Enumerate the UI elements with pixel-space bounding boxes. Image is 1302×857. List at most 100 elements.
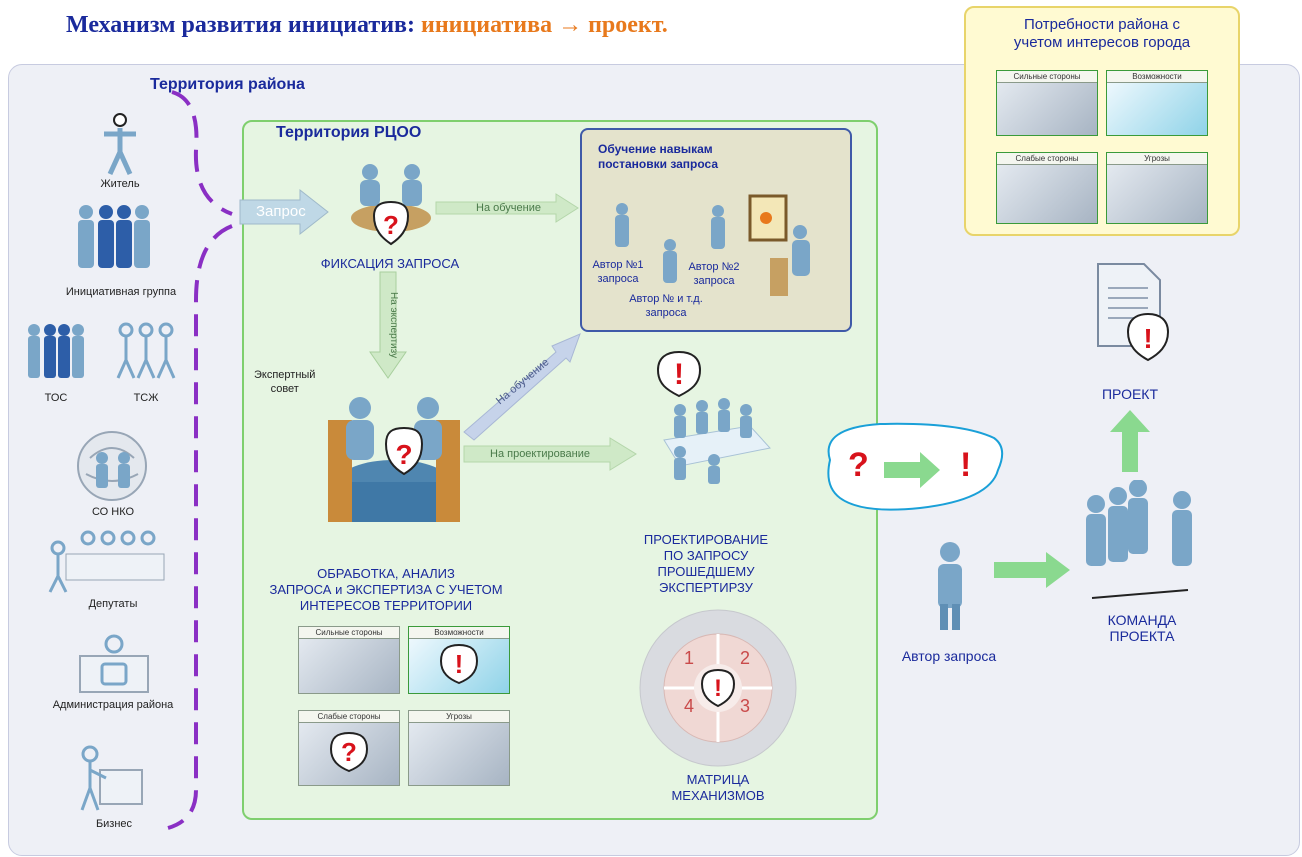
to-training-diagonal-arrow xyxy=(463,333,581,441)
transform-exclamation: ! xyxy=(960,446,972,484)
svg-text:!: ! xyxy=(674,358,684,391)
swot-strengths-cell: Сильные стороны xyxy=(298,626,400,694)
needs-threats-cell: Угрозы xyxy=(1106,152,1208,224)
matrix-line1: МАТРИЦА xyxy=(686,772,750,787)
request-arrow-label: Запрос xyxy=(256,203,306,220)
resident-label: Житель xyxy=(100,178,140,190)
initiative-group-label: Инициативная группа xyxy=(65,286,177,298)
project-label: ПРОЕКТ xyxy=(1101,386,1159,402)
district-bracket-top xyxy=(171,90,233,216)
author3-label-line2: запроса xyxy=(645,307,687,319)
matrix-exclamation-shield-icon: ! xyxy=(700,668,736,708)
tszh-icon xyxy=(116,322,176,379)
to-training-label: На обучение xyxy=(476,202,541,214)
svg-text:!: ! xyxy=(455,649,464,679)
team-line2: ПРОЕКТА xyxy=(1109,628,1175,644)
fixation-label: ФИКСАЦИЯ ЗАПРОСА xyxy=(320,256,460,271)
needs-weaknesses-cell: Слабые стороны xyxy=(996,152,1098,224)
to-training-arrow xyxy=(435,193,579,223)
swot-threats-cell: Угрозы xyxy=(408,710,510,786)
design-line2: ПО ЗАПРОСУ xyxy=(663,548,749,563)
design-line4: ЭКСПЕРТИРЗУ xyxy=(659,580,753,595)
author1-label-line2: запроса xyxy=(597,273,639,285)
request-arrow xyxy=(239,188,329,236)
title-accent: инициатива → проект. xyxy=(420,12,668,38)
author2-label-line2: запроса xyxy=(693,275,735,287)
expert-council-icon: ? xyxy=(328,397,460,522)
matrix-sector-3: 3 xyxy=(740,696,751,716)
to-design-label: На проектирование xyxy=(490,448,590,460)
author3-label-line1: Автор № и т.д. xyxy=(629,293,703,305)
to-expertise-arrow xyxy=(369,271,407,379)
design-line1: ПРОЕКТИРОВАНИЕ xyxy=(643,532,769,547)
processing-line1: ОБРАБОТКА, АНАЛИЗ xyxy=(317,566,455,581)
swot-opportunities-cell: Возможности ! xyxy=(408,626,510,694)
transform-question: ? xyxy=(848,446,869,484)
administration-icon xyxy=(79,634,149,693)
expert-council-label-line1: Экспертный xyxy=(254,369,316,381)
needs-opportunities-cell: Возможности xyxy=(1106,70,1208,136)
district-label: Территория района xyxy=(150,76,305,93)
training-title-line1: Обучение навыкам xyxy=(598,142,713,156)
author-figure-icon xyxy=(938,542,962,630)
title-main: Механизм развития инициатив: xyxy=(66,12,415,38)
swot-weaknesses-cell: Слабые стороны ? xyxy=(298,710,400,786)
design-line3: ПРОШЕДШЕМУ xyxy=(657,564,755,579)
transform-arrow xyxy=(884,452,940,488)
matrix-sector-2: 2 xyxy=(740,648,751,668)
svg-text:?: ? xyxy=(341,737,357,767)
to-design-arrow xyxy=(463,437,637,471)
page-title: Механизм развития инициатив: инициатива … xyxy=(66,12,668,39)
tszh-label: ТСЖ xyxy=(133,392,159,404)
matrix-label: МАТРИЦА МЕХАНИЗМОВ xyxy=(648,772,788,804)
weaknesses-question-shield-icon: ? xyxy=(329,731,369,773)
design-team-table-icon xyxy=(663,398,771,484)
matrix-line2: МЕХАНИЗМОВ xyxy=(671,788,765,803)
project-team-icon xyxy=(1086,480,1192,599)
training-title-line2: постановки запроса xyxy=(598,157,719,171)
design-exclamation-shield-icon: ! xyxy=(656,350,702,398)
author2-figure-icon xyxy=(711,205,725,249)
deputies-label: Депутаты xyxy=(88,598,138,610)
svg-text:!: ! xyxy=(714,675,722,702)
resident-icon xyxy=(104,113,136,176)
author-to-team-arrow xyxy=(994,552,1070,588)
business-icon xyxy=(80,745,143,811)
author-label: Автор запроса xyxy=(901,648,997,664)
processing-line3: ИНТЕРЕСОВ ТЕРРИТОРИИ xyxy=(299,598,473,613)
needs-title-line2: учетом интересов города xyxy=(1013,34,1191,51)
project-document-icon: ! xyxy=(1097,263,1170,362)
opportunities-exclamation-shield-icon: ! xyxy=(439,643,479,685)
teacher-board-icon xyxy=(748,194,810,296)
author3-figure-icon xyxy=(663,239,677,283)
svg-text:?: ? xyxy=(383,210,399,240)
processing-label: ОБРАБОТКА, АНАЛИЗ ЗАПРОСА и ЭКСПЕРТИЗА С… xyxy=(268,566,504,614)
author2-label-line1: Автор №2 xyxy=(688,261,740,273)
administration-label: Администрация района xyxy=(52,699,174,711)
svg-text:?: ? xyxy=(395,439,412,470)
author1-label-line1: Автор №1 xyxy=(592,259,644,271)
tos-label: ТОС xyxy=(44,392,68,404)
needs-title-line1: Потребности района с xyxy=(1023,16,1180,33)
tos-icon xyxy=(28,324,84,378)
to-expertise-label: На экспертизу xyxy=(388,292,399,359)
team-to-project-arrow xyxy=(1110,410,1150,472)
team-label: КОМАНДА ПРОЕКТА xyxy=(1080,612,1204,644)
svg-text:!: ! xyxy=(1143,323,1152,354)
district-bracket-bottom xyxy=(167,224,233,830)
initiative-group-icon xyxy=(78,205,150,268)
nko-globe-icon xyxy=(77,431,147,501)
deputies-icon xyxy=(48,530,165,593)
expert-council-label-line2: совет xyxy=(270,383,299,395)
needs-strengths-cell: Сильные стороны xyxy=(996,70,1098,136)
team-line1: КОМАНДА xyxy=(1107,612,1177,628)
matrix-sector-1: 1 xyxy=(684,648,695,668)
author1-figure-icon xyxy=(615,203,629,247)
design-label: ПРОЕКТИРОВАНИЕ ПО ЗАПРОСУ ПРОШЕДШЕМУ ЭКС… xyxy=(618,532,794,596)
rcoo-label: Территория РЦОО xyxy=(276,124,422,141)
business-label: Бизнес xyxy=(95,818,133,830)
processing-line2: ЗАПРОСА и ЭКСПЕРТИЗА С УЧЕТОМ xyxy=(269,582,503,597)
nko-label: СО НКО xyxy=(91,506,135,518)
district-needs-box: Потребности района с учетом интересов го… xyxy=(964,6,1240,236)
matrix-sector-4: 4 xyxy=(684,696,695,716)
